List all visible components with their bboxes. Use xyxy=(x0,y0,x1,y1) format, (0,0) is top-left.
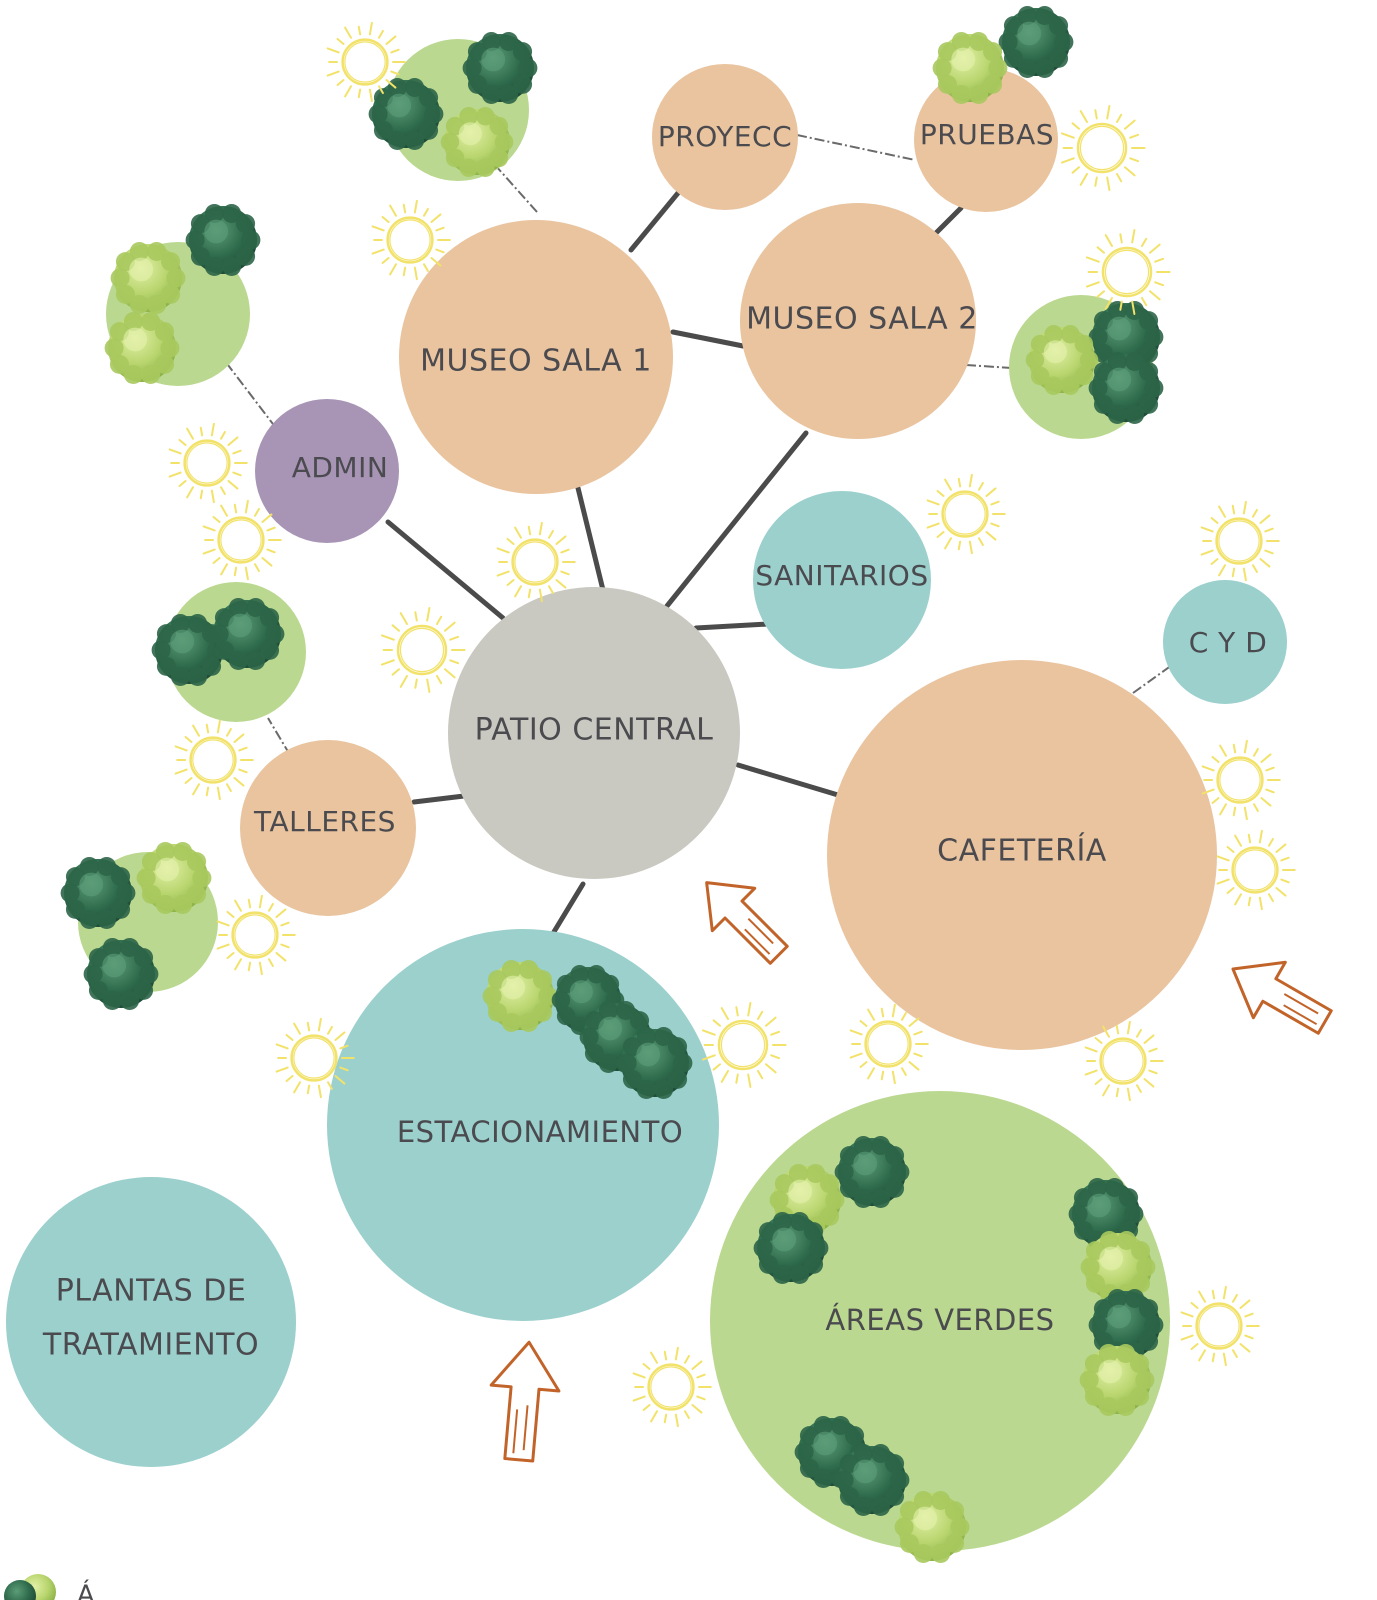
label-talleres: TALLERES xyxy=(253,805,396,838)
node-pruebas: PRUEBAS xyxy=(914,68,1058,212)
sun-icon xyxy=(1060,105,1146,191)
connector-patio-cafeteria xyxy=(735,762,841,798)
connector-museo1-proyecc xyxy=(628,190,681,253)
connector-patio-admin xyxy=(385,519,506,621)
sun-icon xyxy=(275,1017,355,1099)
label-plantas-line1: PLANTAS DE xyxy=(56,1274,247,1309)
sun-icon xyxy=(849,1003,929,1085)
node-proyecc: PROYECC xyxy=(652,64,798,210)
sun-icon xyxy=(926,473,1006,555)
connector-cafeteria-cyd xyxy=(1132,664,1173,694)
sun-icon xyxy=(1200,500,1280,582)
node-cafeteria: CAFETERÍA xyxy=(827,660,1217,1050)
sun-icon xyxy=(1084,1020,1164,1102)
entrance-arrow-icon xyxy=(489,1340,561,1463)
label-patio-central: PATIO CENTRAL xyxy=(475,713,714,748)
tree-icon xyxy=(834,1443,910,1517)
node-sanitarios: SANITARIOS xyxy=(753,491,931,669)
tree-icon xyxy=(209,597,285,671)
connector-patio-talleres xyxy=(411,793,467,805)
tree-icon xyxy=(894,1490,970,1564)
sun-icon xyxy=(1201,739,1281,821)
sun-icon xyxy=(496,521,576,603)
node-plantas-de-tratamiento: PLANTAS DE TRATAMIENTO xyxy=(6,1177,296,1467)
tree-icon xyxy=(1080,1230,1156,1304)
tree-icon xyxy=(482,959,558,1033)
label-cafeteria: CAFETERÍA xyxy=(937,833,1107,869)
connector-patio-museo1 xyxy=(575,485,606,593)
connections xyxy=(227,134,1173,943)
node-museo-sala-1: MUSEO SALA 1 xyxy=(399,220,673,494)
sun-icon xyxy=(168,422,248,504)
tree-icon xyxy=(1088,351,1164,425)
tree-icon xyxy=(185,203,261,277)
node-admin: ADMIN xyxy=(255,399,399,543)
connector-patio-museo2 xyxy=(664,430,809,609)
entrance-arrow-icon xyxy=(1231,960,1333,1035)
label-estacionamiento: ESTACIONAMIENTO xyxy=(397,1115,683,1149)
sun-icon xyxy=(326,21,406,103)
tree-icon xyxy=(368,77,444,151)
sun-icon xyxy=(1216,829,1296,911)
legend: Á xyxy=(4,1574,95,1600)
entrance-arrow-icon xyxy=(705,881,789,965)
tree-icon xyxy=(1088,1288,1164,1362)
node-museo-sala-2: MUSEO SALA 2 xyxy=(740,203,978,439)
sun-icon xyxy=(174,719,254,801)
label-pruebas: PRUEBAS xyxy=(920,118,1054,151)
connector-museo1-museo2 xyxy=(670,329,746,349)
tree-icon xyxy=(932,31,1008,105)
trees xyxy=(60,5,1164,1564)
tree-icon xyxy=(4,1580,36,1600)
label-museo-sala-2: MUSEO SALA 2 xyxy=(746,302,978,337)
connector-admin-green xyxy=(227,364,277,429)
label-areas-verdes: ÁREAS VERDES xyxy=(825,1303,1054,1337)
connector-museo1-green xyxy=(494,164,538,213)
tree-icon xyxy=(1068,1177,1144,1251)
tree-icon xyxy=(104,311,180,385)
node-talleres: TALLERES xyxy=(240,740,416,916)
label-museo-sala-1: MUSEO SALA 1 xyxy=(420,344,652,379)
tree-icon xyxy=(136,841,212,915)
connector-patio-estacionamiento xyxy=(546,881,586,943)
label-c-y-d: C Y D xyxy=(1189,626,1268,659)
connector-proyecc-pruebas xyxy=(796,134,916,161)
tree-icon xyxy=(998,5,1074,79)
node-c-y-d: C Y D xyxy=(1163,580,1287,704)
node-patio-central: PATIO CENTRAL xyxy=(448,587,740,879)
tree-icon xyxy=(83,937,159,1011)
sun-icon xyxy=(380,607,466,693)
sun-icon xyxy=(371,199,451,281)
label-sanitarios: SANITARIOS xyxy=(755,559,928,592)
tree-icon xyxy=(1079,1343,1155,1417)
tree-icon xyxy=(110,241,186,315)
sun-icon xyxy=(1085,229,1171,315)
tree-icon xyxy=(753,1211,829,1285)
tree-icon xyxy=(617,1026,693,1100)
sun-icon xyxy=(1180,1285,1260,1367)
sun-icon xyxy=(701,1002,787,1088)
tree-icon xyxy=(1025,325,1099,395)
label-proyecc: PROYECC xyxy=(658,120,792,153)
connector-museo2-green xyxy=(965,364,1013,369)
tree-icon xyxy=(440,107,514,177)
suns xyxy=(168,21,1296,1428)
sun-icon xyxy=(632,1346,712,1428)
sun-icon xyxy=(202,499,282,581)
tree-icon xyxy=(462,31,538,105)
connector-patio-sanitarios xyxy=(693,621,771,631)
connector-talleres-green xyxy=(267,717,291,756)
sun-icon xyxy=(216,894,296,976)
tree-icon xyxy=(60,856,136,930)
tree-icon xyxy=(834,1135,910,1209)
label-plantas-line2: TRATAMIENTO xyxy=(42,1328,259,1363)
connector-museo2-pruebas xyxy=(932,205,964,237)
label-admin: ADMIN xyxy=(292,451,389,484)
legend-label: Á xyxy=(77,1579,95,1600)
